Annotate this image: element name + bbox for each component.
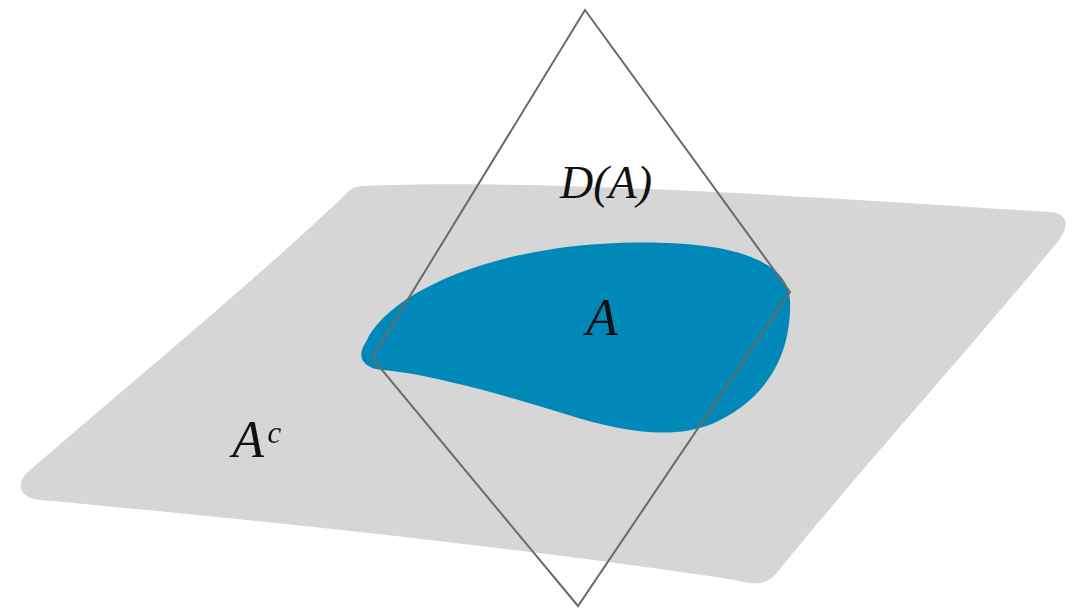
space-region: Aᶜ A	[20, 180, 1070, 585]
space-plane	[21, 184, 1066, 583]
region-label: Aᶜ	[232, 414, 277, 466]
region-label: A	[586, 292, 618, 344]
domain-region: D(A)	[370, 10, 792, 608]
region-label: D(A)	[560, 160, 652, 206]
domain-of-dependence	[372, 10, 790, 606]
region-blob: A	[362, 238, 792, 438]
